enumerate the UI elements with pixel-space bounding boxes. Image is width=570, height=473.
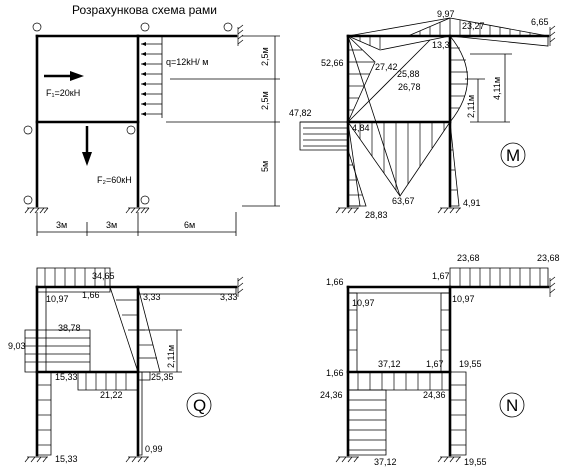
q-val-3-33-b: 3,33 (220, 292, 238, 302)
m-val-4-84: 4,84 (352, 123, 370, 133)
force-f1-arrow (44, 71, 84, 81)
q-val-34-65: 34,65 (92, 271, 115, 281)
n-val-23-68-b: 23,68 (537, 253, 560, 263)
m-val-13-3: 13,3 (432, 40, 450, 50)
dim-right-2: 2,5м (260, 91, 270, 110)
n-val-24-36-b: 24,36 (423, 390, 446, 400)
q-dim-1: 2,11м (166, 345, 176, 368)
distributed-load (141, 36, 163, 118)
n-val-1-66-a: 1,66 (326, 277, 344, 287)
m-val-27-42: 27,42 (375, 62, 398, 72)
q-val-3-33-a: 3,33 (143, 292, 161, 302)
n-val-1-67-b: 1,67 (426, 359, 444, 369)
moment-diagram: 2,11м 4,11м 9,97 23,27 6,65 13,3 52,66 2… (289, 9, 556, 220)
q-val-25-35: 25,35 (151, 372, 174, 382)
m-val-23-27: 23,27 (462, 21, 485, 31)
n-letter: N (506, 396, 518, 415)
dim-bottom-3: 6м (184, 220, 195, 230)
n-val-1-66-b: 1,66 (326, 368, 344, 378)
q-letter: Q (193, 396, 206, 415)
n-val-19-55-a: 19,55 (459, 359, 482, 369)
q-val-21-22: 21,22 (100, 390, 123, 400)
m-val-63-67: 63,67 (392, 196, 415, 206)
m-val-4-91: 4,91 (463, 198, 481, 208)
q-val-0-99: 0,99 (145, 444, 163, 454)
fixed-support-1 (24, 207, 49, 214)
m-letter: M (506, 146, 520, 165)
q-val-10-97: 10,97 (46, 294, 69, 304)
q-val-15-33-b: 15,33 (55, 454, 78, 464)
dim-right-1: 2,5м (260, 47, 270, 66)
n-val-1-67-a: 1,67 (432, 271, 450, 281)
load-f1-label: F₁=20кН (46, 88, 80, 98)
m-val-26-78: 26,78 (398, 82, 421, 92)
m-val-9-97: 9,97 (437, 9, 455, 19)
q-val-15-33-a: 15,33 (55, 372, 78, 382)
m-dim-1: 2,11м (466, 95, 476, 118)
m-val-28-83: 28,83 (365, 210, 388, 220)
dimension-right (166, 35, 280, 207)
n-val-19-55-b: 19,55 (464, 457, 487, 467)
dim-bottom-2: 3м (106, 220, 117, 230)
load-q-label: q=12kH/ м (166, 57, 208, 67)
n-val-37-12-a: 37,12 (378, 359, 401, 369)
fixed-support-3 (237, 24, 244, 46)
m-val-47-82: 47,82 (289, 108, 312, 118)
force-f2-arrow (82, 126, 92, 166)
m-dim-2: 4,11м (492, 77, 502, 100)
n-val-37-12-b: 37,12 (374, 457, 397, 467)
q-val-9-03: 9,03 (8, 341, 26, 351)
n-val-10-97-a: 10,97 (352, 298, 375, 308)
design-scheme: q=12kH/ м F₁=20кН F₂=60кН (23, 22, 280, 236)
dim-bottom-1: 3м (56, 220, 67, 230)
shear-diagram: 2,11м 34,65 10,97 1,66 3,33 3,33 38,78 9… (8, 267, 244, 464)
dimension-bottom (36, 212, 237, 236)
n-val-10-97-b: 10,97 (452, 294, 475, 304)
n-val-24-36-a: 24,36 (320, 390, 343, 400)
normal-force-diagram: 23,68 23,68 1,66 1,67 10,97 10,97 37,12 … (320, 253, 560, 467)
fixed-support-2 (125, 207, 150, 214)
m-val-52-66: 52,66 (321, 58, 344, 68)
m-val-25-88: 25,88 (397, 69, 420, 79)
q-val-38-78: 38,78 (58, 323, 81, 333)
load-f2-label: F₂=60кН (97, 175, 132, 185)
scheme-title: Розрахункова схема рами (72, 3, 217, 17)
dim-right-3: 5м (260, 161, 270, 172)
m-val-6-65: 6,65 (531, 17, 549, 27)
q-val-1-66: 1,66 (82, 290, 100, 300)
node-markers (23, 22, 233, 205)
n-val-23-68-a: 23,68 (457, 253, 480, 263)
